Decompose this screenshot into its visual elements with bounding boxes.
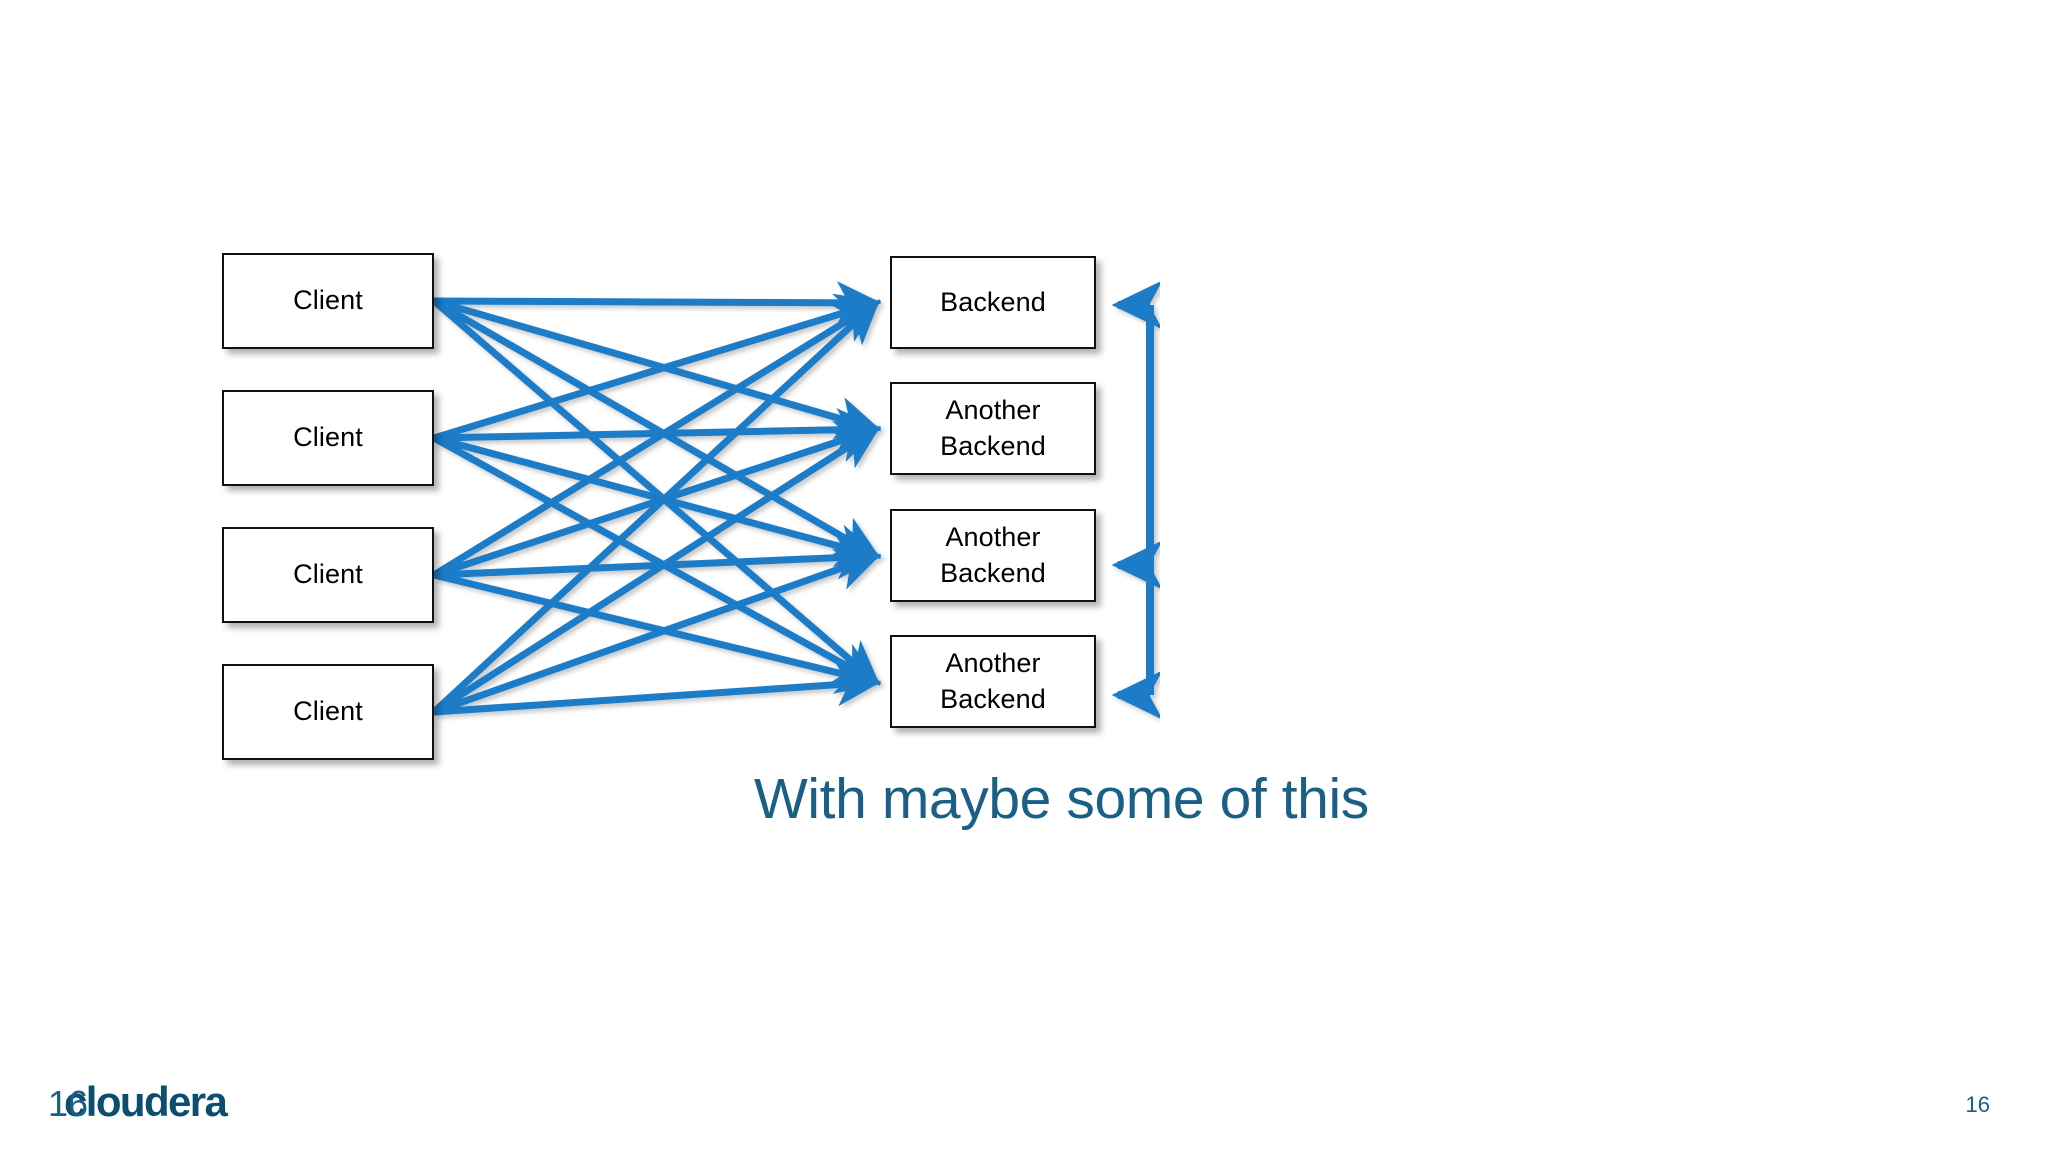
- node-backend-4[interactable]: Another Backend: [890, 635, 1096, 728]
- node-label: Client: [293, 696, 363, 727]
- node-label: Another Backend: [940, 394, 1046, 461]
- slide-caption: With maybe some of this: [754, 767, 1369, 831]
- footer-branding: 16 cloudera: [48, 1078, 228, 1125]
- node-label: Client: [293, 285, 363, 316]
- node-backend-3[interactable]: Another Backend: [890, 509, 1096, 602]
- node-label: Client: [293, 422, 363, 453]
- node-label: Another Backend: [940, 647, 1046, 714]
- slide-page-number: 16: [1965, 1092, 1990, 1117]
- node-label: Another Backend: [940, 521, 1046, 588]
- node-client-3[interactable]: Client: [222, 527, 434, 623]
- footer-page-number-overlap: 16: [48, 1083, 89, 1124]
- node-label: Client: [293, 559, 363, 590]
- node-client-4[interactable]: Client: [222, 664, 434, 760]
- node-client-1[interactable]: Client: [222, 253, 434, 349]
- cloudera-logo: cloudera: [64, 1078, 228, 1125]
- node-client-2[interactable]: Client: [222, 390, 434, 486]
- node-backend-2[interactable]: Another Backend: [890, 382, 1096, 475]
- node-label: Backend: [940, 286, 1046, 317]
- node-backend-1[interactable]: Backend: [890, 256, 1096, 349]
